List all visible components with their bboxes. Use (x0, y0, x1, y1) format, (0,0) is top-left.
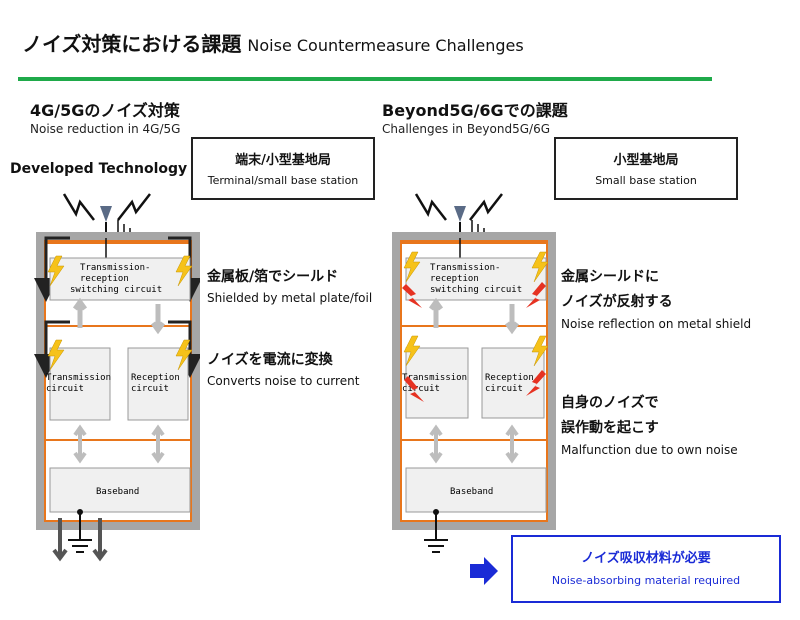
right-reception-circuit (481, 347, 545, 419)
left-metal-shield (36, 232, 200, 530)
right-heading-en: Challenges in Beyond5G/6G (382, 122, 551, 136)
title-jp: ノイズ対策における課題 (22, 32, 242, 56)
shield-label-jp: 金属板/箔でシールド (207, 269, 339, 285)
right-metal-shield (392, 232, 556, 530)
small-station-en: Small base station (595, 174, 697, 187)
terminal-station-en: Terminal/small base station (207, 174, 359, 187)
reflection-label-jp-b: ノイズが反射する (561, 294, 673, 310)
left-heading-en: Noise reduction in 4G/5G (30, 122, 181, 136)
left-device-diagram: Transmission- reception switching circui… (34, 193, 200, 562)
developed-technology-label: Developed Technology (10, 161, 188, 177)
right-reflected-noise-icon (402, 284, 422, 308)
title-divider (18, 77, 712, 81)
shield-label-en: Shielded by metal plate/foil (207, 291, 373, 305)
left-switch-text-3: switching circuit (70, 285, 162, 295)
left-heading-jp: 4G/5Gのノイズ対策 (30, 101, 180, 120)
left-current-arrow-icon (34, 236, 70, 302)
right-heading-jp: Beyond5G/6Gでの課題 (382, 101, 568, 120)
conclusion-en: Noise-absorbing material required (551, 574, 741, 587)
left-baseband-text: Baseband (96, 487, 139, 497)
right-baseband (405, 467, 547, 513)
right-transmission-circuit (405, 347, 469, 419)
left-tx-text-2: circuit (46, 384, 84, 394)
left-switching-circuit (49, 257, 191, 301)
left-switch-text-1: Transmission- (80, 263, 150, 273)
right-tx-text-2: circuit (402, 384, 440, 394)
right-noise-bolt-icon (403, 251, 421, 283)
terminal-station-jp: 端末/小型基地局 (235, 153, 331, 168)
right-wave-out-icon (414, 193, 447, 221)
right-device-diagram: Transmission- reception switching circui… (392, 193, 556, 553)
right-switch-text-3: switching circuit (430, 285, 522, 295)
terminal-station-box: 端末/小型基地局 Terminal/small base station (191, 137, 375, 200)
right-switch-text-2: reception (430, 274, 479, 284)
right-wave-in-icon (469, 193, 503, 221)
left-reception-circuit (127, 347, 189, 421)
left-wave-in-icon (117, 193, 151, 221)
convert-label-en: Converts noise to current (207, 374, 360, 388)
malfunction-label-en: Malfunction due to own noise (561, 443, 738, 457)
right-rx-text-1: Reception (485, 373, 534, 383)
small-station-jp: 小型基地局 (613, 153, 679, 168)
small-station-box: 小型基地局 Small base station (554, 137, 738, 200)
conclusion-box: ノイズ吸収材料が必要 Noise-absorbing material requ… (511, 535, 781, 603)
right-switch-text-1: Transmission- (430, 263, 500, 273)
malfunction-label-jp-a: 自身のノイズで (561, 395, 659, 411)
right-rx-text-2: circuit (485, 384, 523, 394)
conclusion-jp: ノイズ吸収材料が必要 (581, 551, 711, 566)
page-title: ノイズ対策における課題 Noise Countermeasure Challeng… (22, 28, 524, 57)
malfunction-label-jp-b: 誤作動を起こす (561, 420, 659, 436)
left-wave-out-icon (62, 193, 95, 221)
left-switch-text-2: reception (80, 274, 129, 284)
right-baseband-text: Baseband (450, 487, 493, 497)
left-baseband (49, 467, 191, 513)
left-antenna-icon (100, 206, 112, 222)
left-rx-text-2: circuit (131, 384, 169, 394)
reflection-label-jp-a: 金属シールドに (561, 269, 659, 285)
left-transmission-circuit (49, 347, 111, 421)
right-tx-text-1: Transmission (402, 373, 467, 383)
right-antenna-icon (454, 206, 466, 222)
left-tx-text-1: Transmission (46, 373, 111, 383)
reflection-label-en: Noise reflection on metal shield (561, 317, 752, 331)
title-en: Noise Countermeasure Challenges (247, 36, 524, 55)
conclusion-arrow-icon (470, 557, 498, 585)
convert-label-jp: ノイズを電流に変換 (207, 352, 333, 368)
left-rx-text-1: Reception (131, 373, 180, 383)
right-switching-circuit (405, 257, 547, 301)
left-noise-bolt-icon (47, 255, 65, 287)
